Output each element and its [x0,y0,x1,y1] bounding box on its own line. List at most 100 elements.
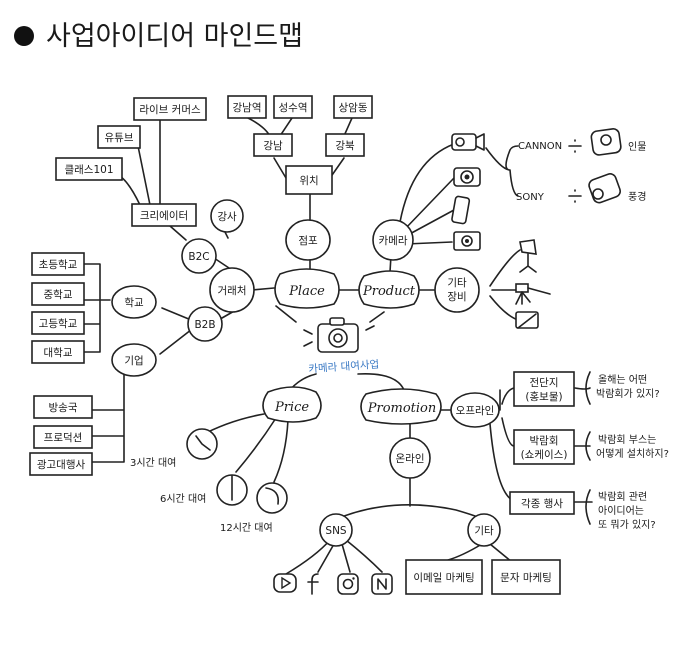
node-location [285,165,333,195]
node-gangnam [253,133,293,157]
node-production-label: 프로덕션 [44,432,83,444]
page-title: 사업아이디어 마인드맵 [14,14,303,53]
node-b2c-label: B2C [188,251,209,263]
node-sangam-label: 상암동 [339,102,368,114]
node-online [389,437,431,479]
reflector-icon [515,311,539,329]
node-gangnam-station [227,95,267,119]
tripod-icon [515,283,551,305]
node-product [358,270,420,309]
note2-line1: 박람회 부스는 [598,433,656,446]
node-company-label: 기업 [124,354,143,367]
node-creator-label: 크리에이터 [140,210,188,222]
node-flyer [513,371,575,407]
phone-icon [451,195,471,225]
node-promotion-label: Promotion [367,401,437,416]
clock-icon [186,428,218,460]
node-expo-label-2: (쇼케이스) [521,449,568,461]
node-etc [467,513,501,547]
canon-label: CANNON [518,141,562,152]
node-b2b-label: B2B [194,319,215,331]
node-flyer-label-2: (홍보물) [525,390,562,403]
node-customers [209,267,255,313]
node-other-gear-label-1: 기타 [447,277,467,289]
node-production [33,425,93,449]
node-etc-label: 기타 [474,525,494,537]
node-gangnam-station-label: 강남역 [233,102,262,114]
node-class101-label: 클래스101 [64,164,113,176]
node-other-gear [434,267,480,313]
node-middle [31,282,85,306]
node-sms-marketing-label: 문자 마케팅 [500,572,552,584]
note3-line3: 또 뭐가 있지? [598,519,656,531]
node-middle-label: 중학교 [44,289,73,301]
node-flyer-label-1: 전단지 [530,377,559,389]
node-offline-label: 오프라인 [456,405,495,417]
node-gangbuk [325,133,365,157]
node-elementary [31,252,85,276]
node-seongsu-station [273,95,313,119]
node-gangnam-label: 강남 [263,140,283,152]
node-b2b [187,306,223,342]
node-university-label: 대학교 [44,347,73,359]
node-expo [513,429,575,465]
node-place-label: Place [288,284,325,299]
portrait-label: 인물 [628,141,646,153]
node-live-commerce-label: 라이브 커머스 [139,104,201,116]
portrait-camera-icon [590,128,622,156]
node-gangbuk-label: 강북 [335,140,355,152]
node-creator [131,203,197,227]
node-broadcaster [33,395,93,419]
note3-line1: 박람회 관련 [598,490,647,503]
node-camera-label: 카메라 [379,235,408,247]
node-events-label: 각종 행사 [521,498,563,510]
node-place [274,268,340,309]
note3-line2: 아이디어는 [598,505,644,517]
price-3h-label: 3시간 대여 [130,457,176,469]
node-live-commerce [133,97,207,121]
node-email-marketing [405,559,483,595]
node-online-label: 온라인 [396,453,425,465]
node-email-marketing-label: 이메일 마케팅 [413,571,474,584]
node-school-label: 학교 [124,297,144,309]
node-ad-agency [29,452,93,476]
node-sns-label: SNS [325,525,347,537]
node-high [31,311,85,335]
youtube-icon [273,573,297,593]
node-price-label: Price [274,400,309,415]
camera-icon [317,317,359,353]
node-ad-agency-label: 광고대행사 [37,459,86,471]
action-camera-icon [453,231,481,251]
center-label: 카메라 대여사업 [308,358,380,376]
node-promotion [360,388,442,425]
node-class101 [55,157,123,181]
landscape-label: 풍경 [628,190,646,203]
node-camera [372,219,414,261]
instagram-icon [337,573,359,595]
clock-12h-icon [256,482,288,514]
light-stand-icon [519,239,537,273]
price-6h-label: 6시간 대여 [160,493,206,505]
node-sangam [333,95,373,119]
node-store-label: 점포 [298,235,318,247]
landscape-camera-icon [588,173,621,204]
node-product-label: Product [362,284,416,299]
sony-label: SONY [516,192,545,203]
note1-line2: 박람회가 있지? [596,387,660,400]
node-events [509,491,575,515]
node-expo-label-1: 박람회 [530,434,559,447]
price-12h-label: 12시간 대여 [220,522,273,534]
bullet-icon [14,26,34,46]
node-sms-marketing [491,559,561,595]
divide-icon [568,139,582,203]
node-elementary-label: 초등학교 [39,259,78,271]
node-price [262,386,322,423]
node-youtube-label: 유튜브 [105,132,134,144]
note2-line2: 어떻게 설치하지? [596,447,669,460]
node-customers-label: 거래처 [218,285,247,297]
facebook-icon [307,573,319,595]
clock-6h-icon [216,474,248,506]
node-high-label: 고등학교 [39,318,78,330]
node-instructor [210,199,244,233]
